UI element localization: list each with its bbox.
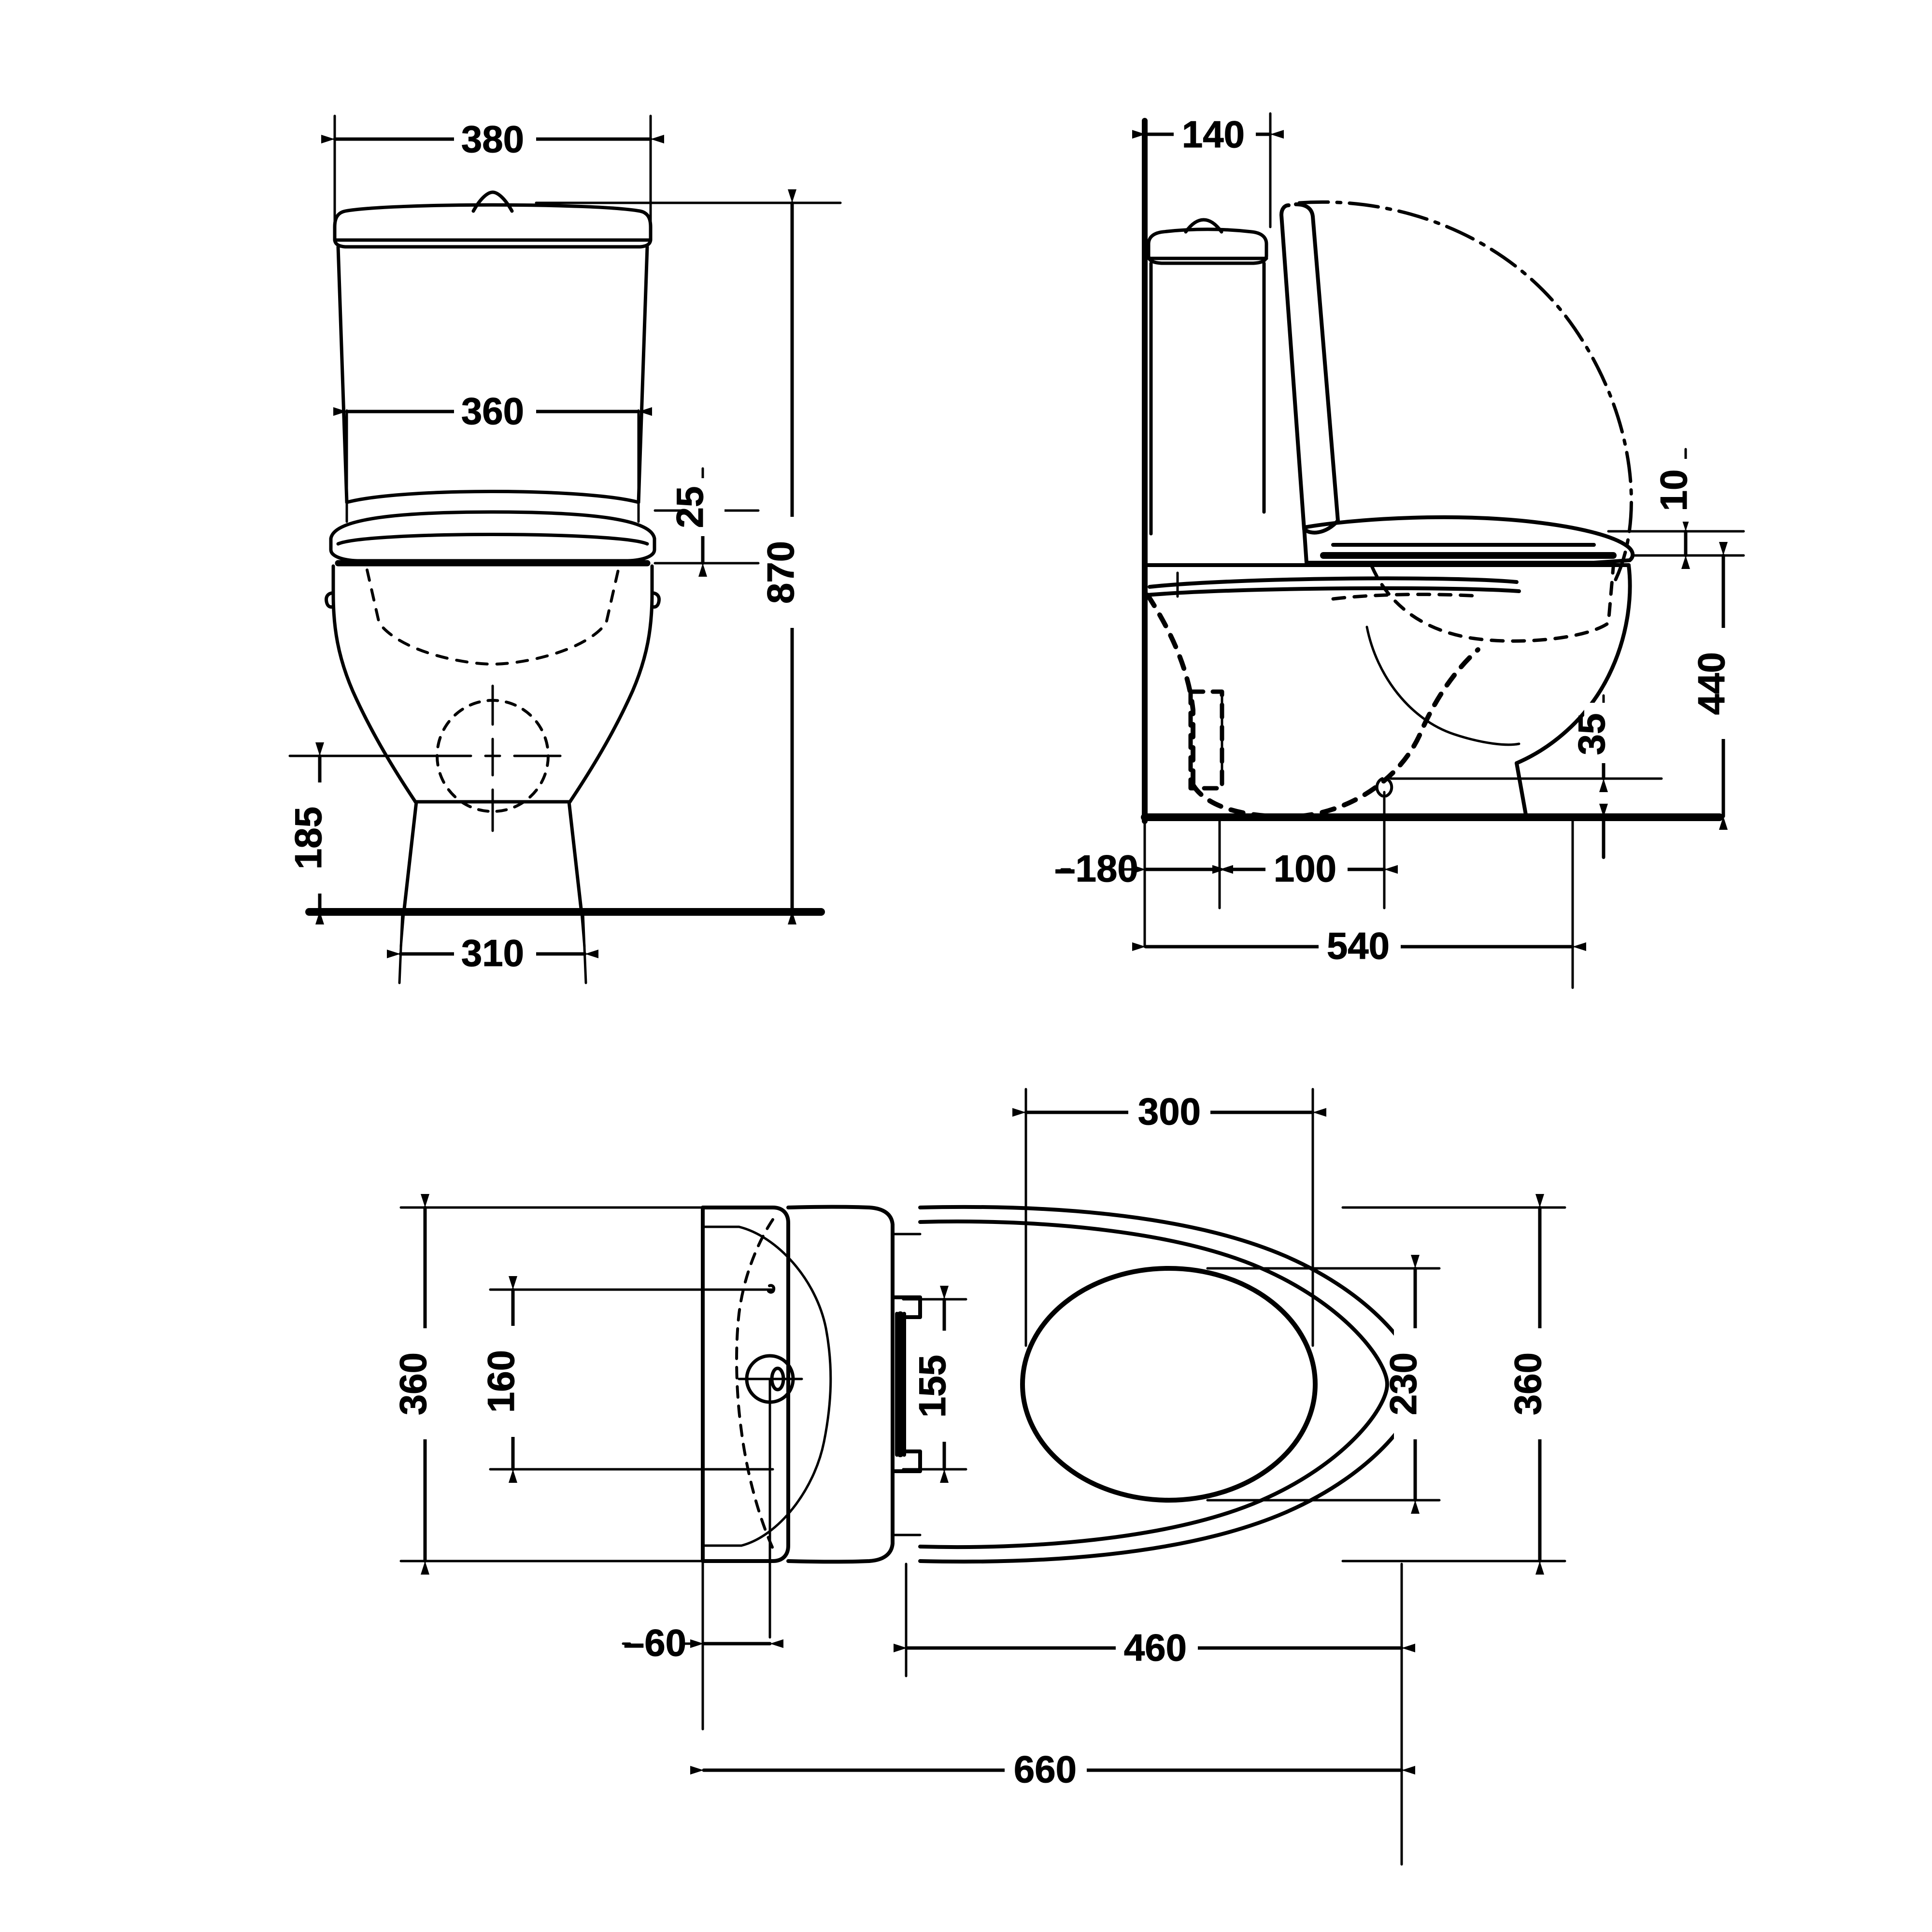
- side-bowl-inner: [1176, 571, 1520, 746]
- side-bowl: [1143, 563, 1632, 819]
- dim-230-label: 230: [1382, 1352, 1424, 1415]
- front-cistern-lid: [333, 190, 653, 249]
- dim-360-front: 360: [333, 390, 652, 523]
- dim-360-plan-left: 360: [392, 1194, 707, 1575]
- dim-155-label: 155: [911, 1355, 953, 1418]
- dim-360-plan-left-label: 360: [392, 1352, 434, 1415]
- dim-185-label: 185: [287, 807, 329, 869]
- side-seat-closed: [1302, 515, 1635, 565]
- dim-25-label: 25: [668, 486, 711, 528]
- side-view: 140 10 440: [1054, 112, 1747, 989]
- plan-cistern-hidden: [735, 1218, 775, 1552]
- front-view: 380 360 25: [287, 114, 842, 984]
- side-trap-hidden: [1145, 593, 1480, 819]
- plan-seat-lid: [918, 1205, 1422, 1564]
- dim-460: 460: [894, 1563, 1415, 1866]
- dim-100: 100: [1212, 791, 1398, 909]
- dim-460-label: 460: [1124, 1626, 1187, 1669]
- dim-660-label: 660: [1014, 1748, 1077, 1790]
- dim-310-label: 310: [461, 932, 524, 974]
- dim-35-label: 35: [1570, 713, 1613, 755]
- side-inlet-box-hidden: [1188, 689, 1224, 791]
- dim-300-label: 300: [1138, 1090, 1201, 1133]
- plan-pan-inner-line: [891, 1233, 922, 1536]
- dim-10-label: 10: [1652, 469, 1695, 511]
- plan-cistern-inner: [701, 1225, 832, 1547]
- side-seat-swing-arc: [1297, 200, 1633, 586]
- dim-185: 185: [287, 742, 429, 924]
- dim-540-label: 540: [1327, 924, 1390, 967]
- front-outlet-centreline: [424, 684, 562, 832]
- side-outlet-ring: [1375, 777, 1393, 797]
- dim-140: 140: [1132, 112, 1284, 228]
- plan-seat-aperture: [1020, 1266, 1318, 1503]
- dim-440: 440: [1690, 542, 1747, 830]
- front-bowl-hidden-rim: [366, 568, 620, 666]
- dim-neg180: –180: [1054, 815, 1233, 948]
- plan-fixing-hole-centreline: [738, 1378, 803, 1639]
- dim-300: 300: [1012, 1088, 1326, 1347]
- dim-870: 870: [535, 189, 842, 924]
- dim-35: 35: [1390, 694, 1668, 859]
- dim-660: 660: [690, 1748, 1415, 1791]
- dim-neg60: –60: [622, 1560, 783, 1731]
- front-seat: [329, 510, 656, 563]
- dim-155: 155: [902, 1286, 968, 1483]
- dim-360-plan-right-label: 360: [1506, 1352, 1549, 1415]
- dim-440-label: 440: [1690, 652, 1733, 715]
- plan-pan-body: [786, 1205, 895, 1564]
- dim-540: 540: [1132, 816, 1586, 989]
- front-bowl: [325, 564, 661, 804]
- dim-310: 310: [387, 911, 598, 984]
- dim-160: 160: [480, 1276, 774, 1483]
- front-cistern-body: [336, 245, 649, 504]
- dim-360-plan-right: 360: [1341, 1194, 1566, 1575]
- dim-10: 10: [1607, 448, 1745, 569]
- side-seat-lid-open: [1279, 202, 1340, 535]
- dim-380: 380: [321, 114, 664, 224]
- dim-25: 25: [653, 467, 760, 577]
- dim-160-label: 160: [480, 1350, 522, 1413]
- dim-neg60-label: –60: [624, 1621, 686, 1664]
- dim-140-label: 140: [1182, 113, 1245, 156]
- dim-360-front-label: 360: [461, 390, 524, 432]
- side-hidden-outline: [1331, 564, 1615, 643]
- dim-100-label: 100: [1274, 847, 1336, 890]
- side-cistern: [1147, 218, 1268, 536]
- dim-230: 230: [1206, 1255, 1441, 1514]
- dim-870-label: 870: [759, 541, 802, 604]
- plan-cistern: [701, 1206, 790, 1563]
- dim-380-label: 380: [461, 118, 524, 160]
- plan-view: 360 160 155: [392, 1088, 1566, 1866]
